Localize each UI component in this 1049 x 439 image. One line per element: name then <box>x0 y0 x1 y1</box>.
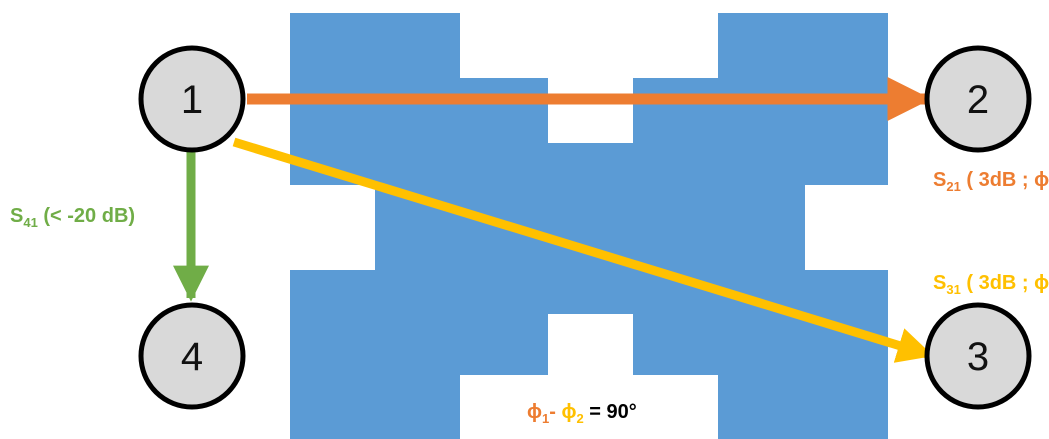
s41-symbol: S <box>10 205 23 227</box>
port-2-circle <box>924 45 1032 153</box>
port-3-label: 3 <box>967 335 989 379</box>
phase-dash: - <box>549 401 561 423</box>
s21-phi: ϕ <box>1034 169 1049 191</box>
s41-label: S41 (< -20 dB) <box>10 205 135 230</box>
phase-phi1-sub: 1 <box>542 411 549 426</box>
s41-subscript: 41 <box>23 215 37 230</box>
port-1: 1 <box>138 45 246 153</box>
port-3-circle <box>924 302 1032 410</box>
s21-open: ( 3dB ; <box>961 169 1034 191</box>
phase-phi2-sub: 2 <box>576 411 583 426</box>
port-3: 3 <box>924 302 1032 410</box>
s31-arrow <box>232 137 934 363</box>
s21-subscript: 21 <box>946 179 960 194</box>
phase-phi1: ϕ <box>527 401 542 423</box>
coupler-body <box>290 13 888 439</box>
s31-open: ( 3dB ; <box>961 272 1034 294</box>
port-1-label: 1 <box>181 78 203 122</box>
phase-equals: = 90° <box>584 401 637 423</box>
s31-label: S31 ( 3dB ; ϕ2) <box>933 272 1049 297</box>
port-2: 2 <box>924 45 1032 153</box>
s21-label: S21 ( 3dB ; ϕ1) <box>933 169 1049 194</box>
s21-symbol: S <box>933 169 946 191</box>
port-4-label: 4 <box>181 335 203 379</box>
port-4-circle <box>138 302 246 410</box>
port-1-circle <box>138 45 246 153</box>
s41-rest: (< -20 dB) <box>38 205 135 227</box>
s31-subscript: 31 <box>946 282 960 297</box>
s31-symbol: S <box>933 272 946 294</box>
port-4: 4 <box>138 302 246 410</box>
phase-phi2: ϕ <box>561 401 576 423</box>
s31-phi: ϕ <box>1034 272 1049 294</box>
phase-difference-label: ϕ1- ϕ2 = 90° <box>527 401 637 426</box>
port-2-label: 2 <box>967 78 989 122</box>
